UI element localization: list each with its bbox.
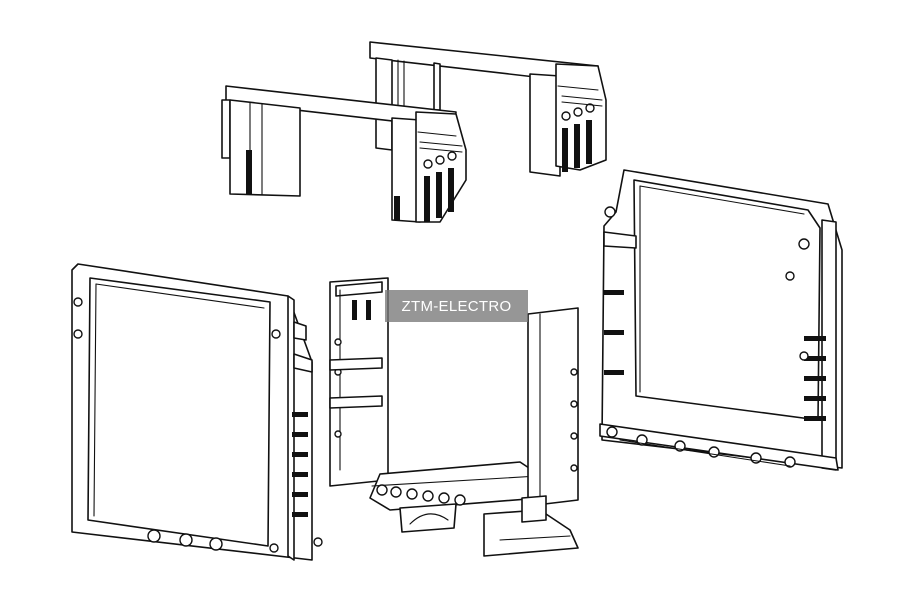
- top-cover-small: [222, 86, 466, 222]
- rear-housing: [600, 170, 842, 470]
- top-cover-large: [370, 42, 606, 176]
- watermark-label: ZTM-ELECTRO: [385, 290, 528, 322]
- internal-frame: [330, 278, 578, 556]
- front-cover-panel: [72, 264, 322, 560]
